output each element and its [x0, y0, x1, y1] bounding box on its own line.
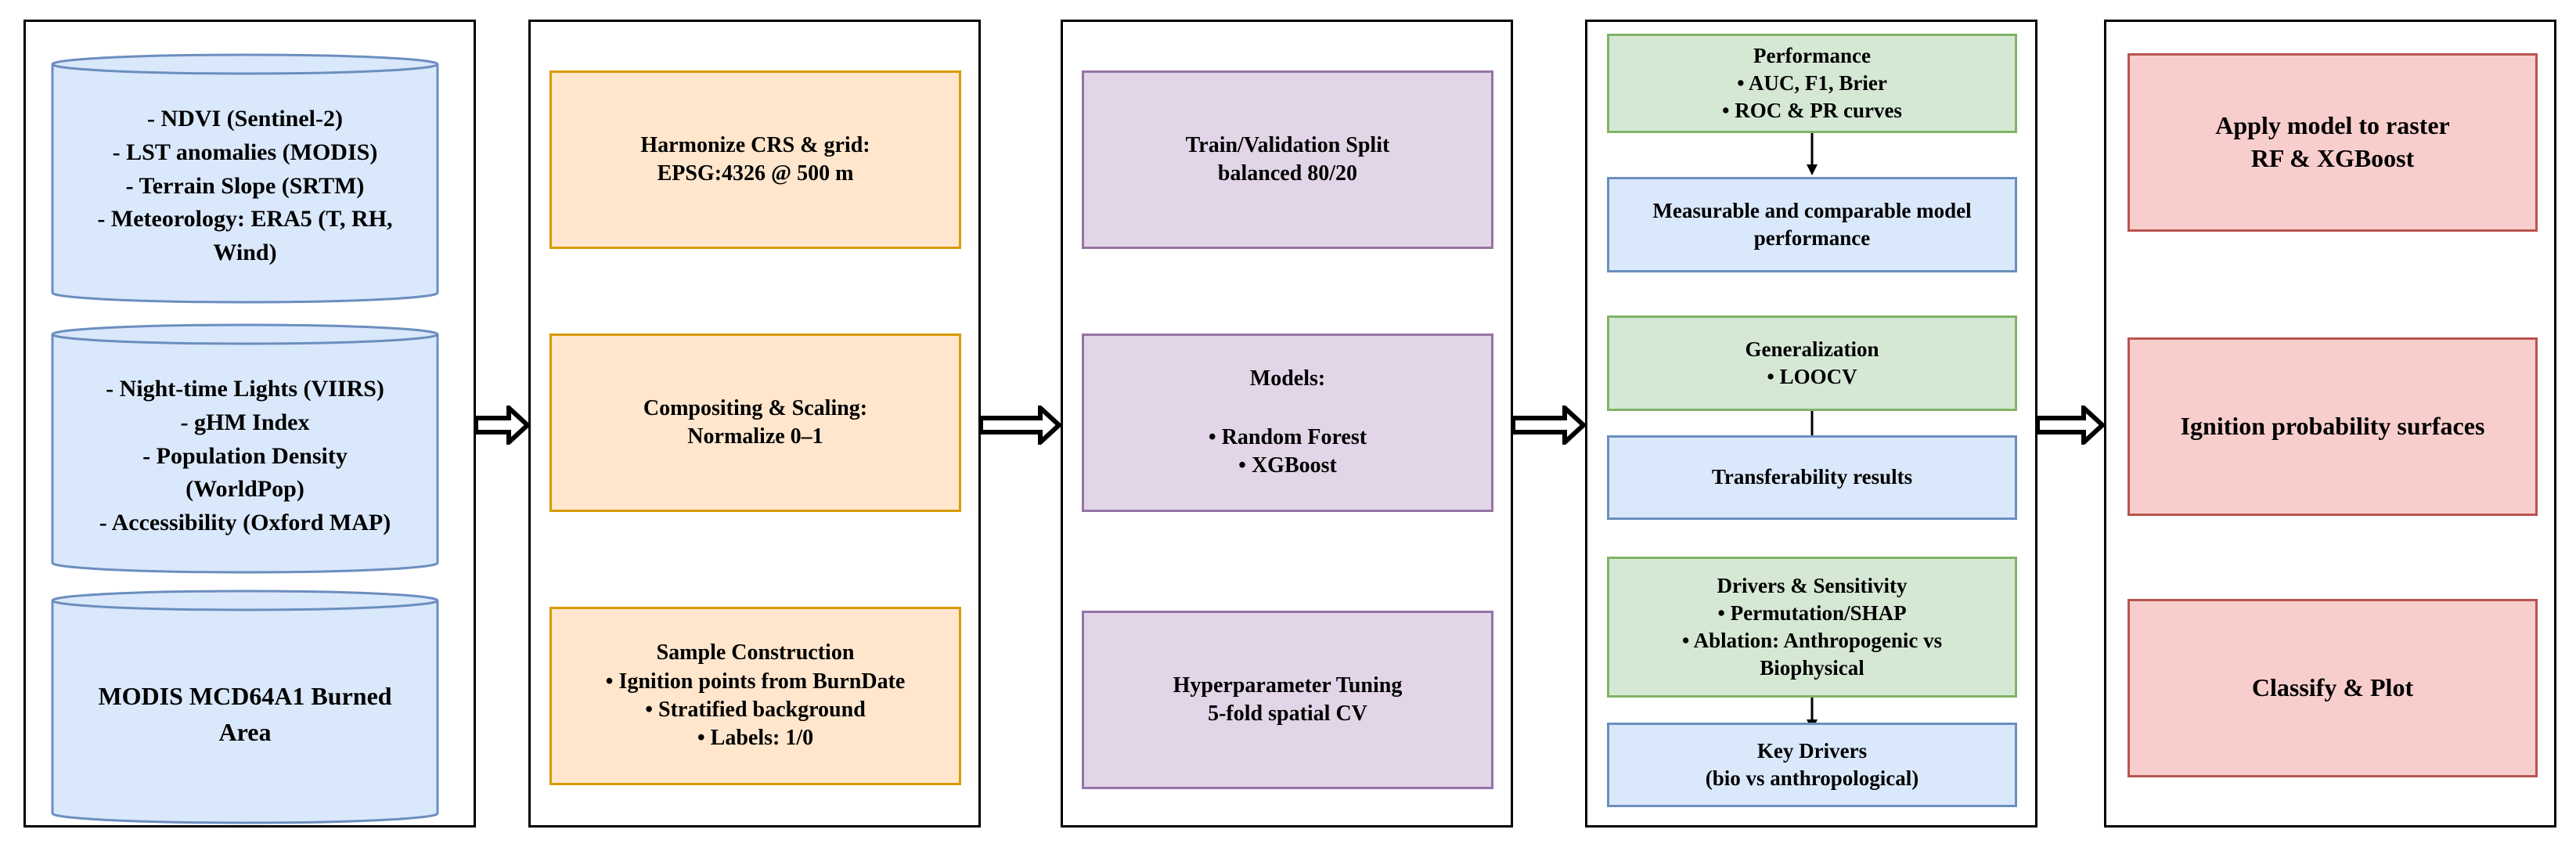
text-line: • AUC, F1, Brier: [1737, 70, 1887, 95]
result-transferability: Transferability results: [1607, 435, 2017, 520]
text-line: Biophysical: [1760, 656, 1864, 680]
text-line: (bio vs anthropological): [1705, 766, 1919, 790]
text-line: - Population Density: [142, 442, 348, 469]
text-line: Hyperparameter Tuning: [1173, 673, 1403, 698]
text-line: EPSG:4326 @ 500 m: [657, 161, 854, 186]
text-line: • Labels: 1/0: [697, 726, 814, 751]
data-source-cylinder-1: - NDVI (Sentinel-2) - LST anomalies (MOD…: [51, 53, 439, 304]
text-line: • XGBoost: [1238, 453, 1337, 478]
arrow-right-icon: [2036, 406, 2106, 445]
step-hyperparameter-tuning: Hyperparameter Tuning 5-fold spatial CV: [1082, 611, 1493, 789]
step-sample-construction: Sample Construction • Ignition points fr…: [549, 607, 961, 785]
text-line: Key Drivers: [1756, 738, 1868, 763]
data-source-2-text: - Night-time Lights (VIIRS) - gHM Index …: [51, 352, 439, 561]
text-line: • Stratified background: [645, 698, 866, 722]
text-line: - LST anomalies (MODIS): [112, 139, 378, 165]
data-source-cylinder-3: MODIS MCD64A1 Burned Area: [51, 590, 439, 824]
cylinder-shape: [51, 323, 439, 574]
panel-evaluation: Performance • AUC, F1, Brier • ROC & PR …: [1585, 20, 2037, 828]
cylinder-shape: [51, 590, 439, 824]
arrow-down-icon: [1807, 133, 1818, 175]
metric-generalization: Generalization • LOOCV: [1607, 316, 2017, 411]
panel-outputs: Apply model to raster RF & XGBoost Ignit…: [2104, 20, 2556, 828]
text-line: - gHM Index: [180, 409, 310, 435]
data-source-cylinder-2: - Night-time Lights (VIIRS) - gHM Index …: [51, 323, 439, 574]
arrow-right-icon: [474, 406, 531, 445]
result-key-drivers: Key Drivers (bio vs anthropological): [1607, 723, 2017, 807]
output-ignition-probability: Ignition probability surfaces: [2127, 337, 2538, 516]
text-line: - NDVI (Sentinel-2): [147, 105, 343, 132]
metric-drivers-sensitivity: Drivers & Sensitivity • Permutation/SHAP…: [1607, 557, 2017, 698]
step-models: Models: • Random Forest • XGBoost: [1082, 334, 1493, 512]
output-classify-plot: Classify & Plot: [2127, 599, 2538, 777]
panel-preprocessing: Harmonize CRS & grid: EPSG:4326 @ 500 m …: [528, 20, 981, 828]
text-line: • Ignition points from BurnDate: [605, 669, 906, 694]
text-line: Area: [218, 718, 272, 746]
text-line: performance: [1753, 226, 1871, 250]
text-line: (WorldPop): [186, 476, 304, 503]
text-line: Harmonize CRS & grid:: [640, 132, 870, 157]
text-line: 5-fold spatial CV: [1208, 701, 1367, 726]
arrow-right-icon: [1511, 406, 1587, 445]
text-line: • ROC & PR curves: [1722, 99, 1902, 123]
arrow-right-icon: [979, 406, 1062, 445]
data-source-1-text: - NDVI (Sentinel-2) - LST anomalies (MOD…: [51, 81, 439, 291]
text-line: • Ablation: Anthropogenic vs: [1681, 629, 1943, 652]
text-line: Performance: [1753, 43, 1871, 67]
text-line: MODIS MCD64A1 Burned: [98, 682, 392, 711]
text-line: Drivers & Sensitivity: [1717, 573, 1908, 597]
step-compositing-scaling: Compositing & Scaling: Normalize 0–1: [549, 334, 961, 512]
text-line: Normalize 0–1: [687, 424, 823, 449]
text-line: • Permutation/SHAP: [1717, 600, 1907, 625]
panel-modeling: Train/Validation Split balanced 80/20 Mo…: [1061, 20, 1513, 828]
text-line: Train/Validation Split: [1185, 132, 1390, 157]
text-line: Classify & Plot: [2251, 673, 2414, 702]
text-line: Transferability results: [1711, 465, 1913, 489]
data-source-3-text: MODIS MCD64A1 Burned Area: [51, 618, 439, 812]
text-line: Generalization: [1745, 337, 1879, 361]
text-line: Models:: [1249, 366, 1326, 391]
text-line: • Random Forest: [1208, 424, 1367, 449]
text-line: - Terrain Slope (SRTM): [125, 172, 365, 199]
text-line: balanced 80/20: [1217, 161, 1358, 186]
panel-data-sources: - NDVI (Sentinel-2) - LST anomalies (MOD…: [23, 20, 476, 828]
text-line: Measurable and comparable model: [1652, 198, 1972, 222]
text-line: Wind): [213, 240, 277, 266]
text-line: Ignition probability surfaces: [2180, 412, 2485, 441]
result-model-performance: Measurable and comparable model performa…: [1607, 177, 2017, 272]
text-line: • LOOCV: [1767, 365, 1857, 388]
text-line: - Accessibility (Oxford MAP): [99, 510, 391, 536]
cylinder-shape: [51, 53, 439, 304]
text-line: Apply model to raster: [2215, 111, 2450, 140]
step-harmonize-crs: Harmonize CRS & grid: EPSG:4326 @ 500 m: [549, 70, 961, 249]
step-train-validation-split: Train/Validation Split balanced 80/20: [1082, 70, 1493, 249]
text-line: - Meteorology: ERA5 (T, RH,: [97, 206, 393, 233]
text-line: Sample Construction: [656, 640, 855, 665]
output-apply-model: Apply model to raster RF & XGBoost: [2127, 53, 2538, 232]
text-line: Compositing & Scaling:: [643, 395, 868, 420]
text-line: RF & XGBoost: [2250, 144, 2415, 172]
text-line: - Night-time Lights (VIIRS): [106, 375, 384, 402]
metric-performance: Performance • AUC, F1, Brier • ROC & PR …: [1607, 34, 2017, 133]
